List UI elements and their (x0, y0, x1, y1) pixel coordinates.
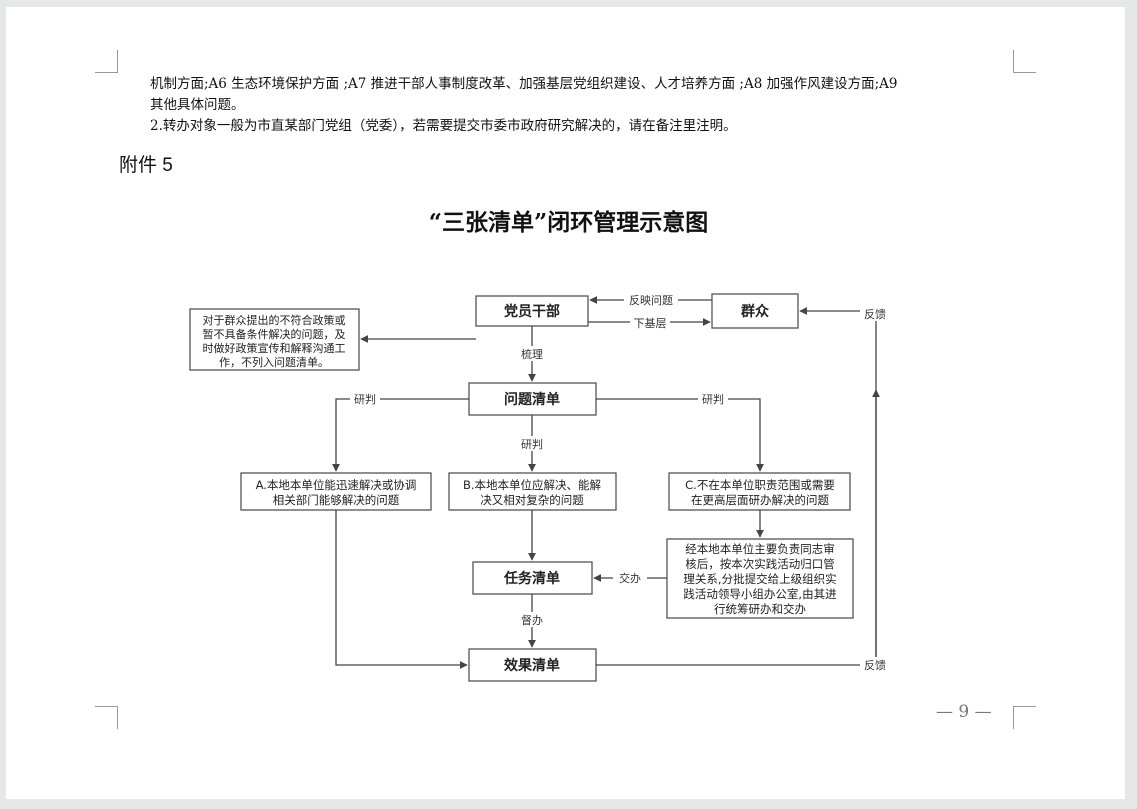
edge-label-judge-mid: 研判 (521, 438, 543, 451)
edge-label-report: 反映问题 (629, 294, 673, 307)
edge-label-sort: 梳理 (521, 347, 543, 361)
problem-list-label: 问题清单 (504, 391, 560, 408)
note-line-1: 机制方面;A6 生态环境保护方面 ;A7 推进干部人事制度改革、加强基层党组织建… (150, 76, 898, 92)
edge-label-assign: 交办 (619, 571, 641, 585)
edge-label-judge-left: 研判 (354, 393, 376, 406)
option-a-box (240, 472, 432, 511)
edge-label-feedback-bottom: 反馈 (864, 659, 886, 672)
page-number: — 9 — (936, 702, 992, 722)
option-b-line-2: 决又相对复杂的问题 (480, 493, 584, 507)
option-b-box (448, 472, 617, 511)
not-listed-line-3: 时做好政策宣传和解释沟通工 (203, 341, 346, 355)
option-c-line-1: C.不在本单位职责范围或需要 (685, 478, 835, 492)
attachment-label: 附件 5 (119, 155, 173, 176)
crop-mark-top-right (1013, 50, 1036, 73)
option-a-line-1: A.本地本单位能迅速解决或协调 (256, 478, 417, 492)
crop-mark-bottom-right (1013, 706, 1036, 729)
cadres-box (475, 295, 589, 327)
masses-label: 群众 (740, 303, 769, 320)
edge-label-judge-right: 研判 (702, 393, 724, 406)
note-line-3: 2.转办对象一般为市直某部门党组（党委），若需要提交市委市政府研究解决的，请在备… (150, 118, 737, 134)
problem-list-box (468, 382, 597, 416)
masses-box (711, 293, 799, 329)
result-list-box (468, 648, 597, 682)
not-listed-line-2: 暂不具备条件解决的问题，及 (203, 327, 346, 341)
review-line-3: 理关系,分批提交给上级组织实 (683, 572, 836, 586)
option-c-box (668, 472, 851, 511)
review-line-5: 行统筹研办和交办 (714, 602, 806, 616)
task-list-box (472, 561, 593, 595)
crop-mark-bottom-left (95, 706, 118, 729)
review-line-2: 核后，按本次实践活动归口管 (685, 557, 835, 571)
option-b-line-1: B.本地本单位应解决、能解 (463, 478, 602, 492)
crop-mark-top-left (95, 50, 118, 73)
option-a-line-2: 相关部门能够解决的问题 (273, 493, 400, 507)
note-line-2: 其他具体问题。 (150, 97, 245, 113)
not-listed-line-4: 作，不列入问题清单。 (219, 355, 329, 369)
result-list-label: 效果清单 (504, 657, 560, 674)
arrow-judge-right (596, 398, 764, 472)
arrow-a-to-result (335, 510, 468, 669)
review-line-1: 经本地本单位主要负责同志审 (685, 542, 835, 556)
edge-label-supervise: 督办 (521, 613, 543, 627)
edge-label-grassroots: 下基层 (634, 317, 667, 330)
cadres-label: 党员干部 (504, 303, 560, 320)
arrow-feedback-bottom (596, 389, 880, 666)
option-c-line-2: 在更高层面研办解决的问题 (691, 493, 829, 507)
edge-label-feedback-top: 反馈 (864, 308, 886, 321)
review-line-4: 践活动领导小组办公室,由其进 (683, 587, 837, 601)
task-list-label: 任务清单 (503, 570, 560, 587)
not-listed-line-1: 对于群众提出的不符合政策或 (203, 313, 346, 327)
not-listed-box (189, 308, 360, 371)
diagram-title: “三张清单”闭环管理示意图 (428, 209, 709, 236)
arrow-judge-left (332, 398, 469, 472)
review-box (666, 538, 854, 619)
